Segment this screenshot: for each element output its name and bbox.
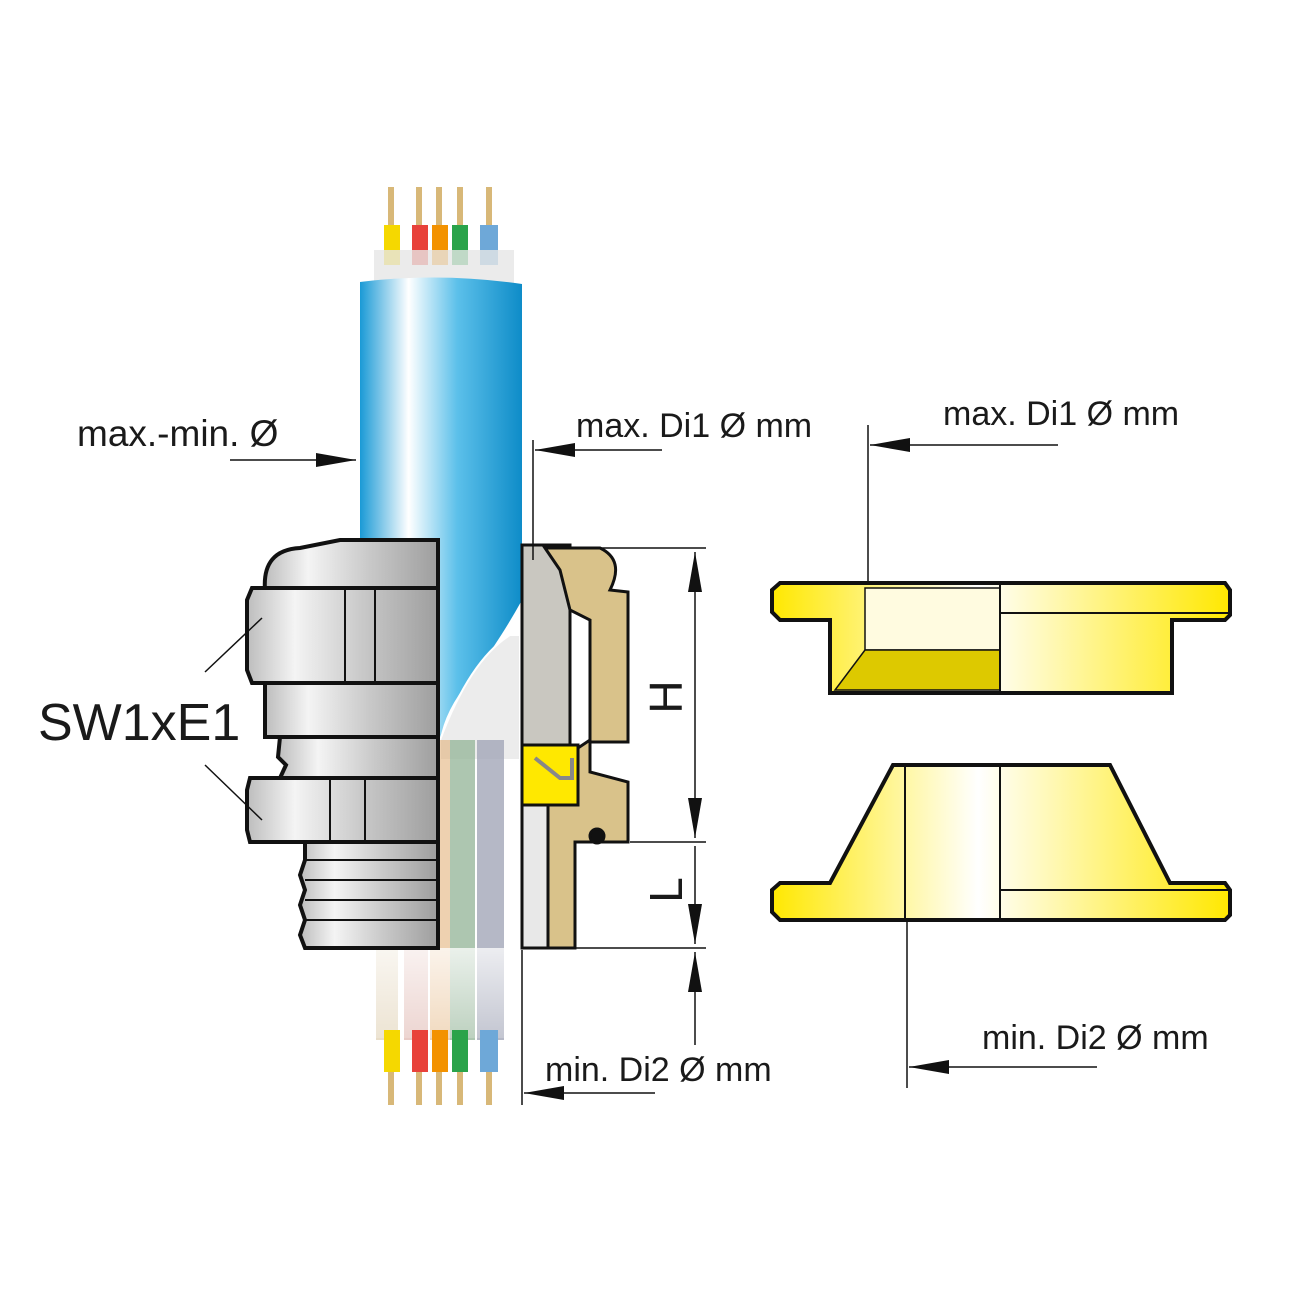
max-di1-label-right: max. Di1 Ø mm <box>943 395 1179 433</box>
cable-shield-braid <box>439 634 521 761</box>
gland-section <box>520 543 630 950</box>
min-di2-label-right: min. Di2 Ø mm <box>982 1019 1209 1057</box>
dimension-lines <box>204 425 1097 1105</box>
max-di1-label-left: max. Di1 Ø mm <box>576 407 812 445</box>
gland-exterior <box>245 538 440 950</box>
wrench-size-label: SW1xE1 <box>38 694 240 752</box>
reducer-insert-top <box>770 581 1232 695</box>
reducer-insert-bottom <box>770 763 1232 922</box>
max-min-diameter-label: max.-min. Ø <box>77 413 278 454</box>
height-dimension-label: H <box>640 680 692 713</box>
length-dimension-label: L <box>640 877 692 903</box>
wires-top <box>374 187 514 285</box>
min-di2-label-left: min. Di2 Ø mm <box>545 1051 772 1089</box>
